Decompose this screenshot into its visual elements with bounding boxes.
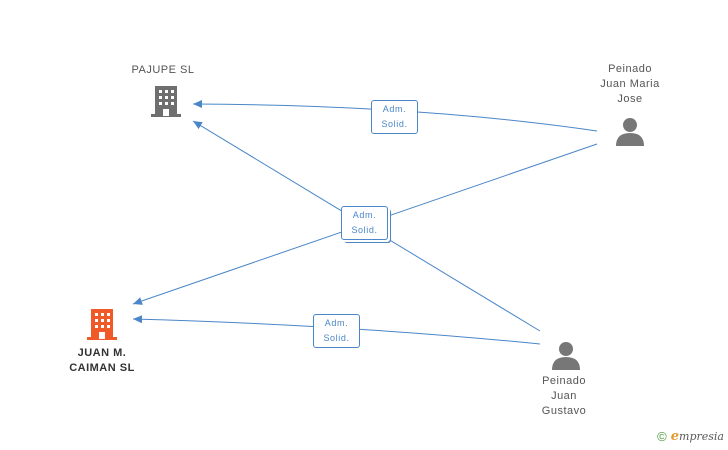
brand-watermark: © empresia — [657, 429, 724, 444]
company-label-juan-m: JUAN M. CAIMAN SL — [52, 346, 152, 376]
person-name-line: Peinado — [608, 63, 652, 75]
person-name-line: Jose — [617, 93, 643, 105]
company-label-pajupe: PAJUPE SL — [118, 63, 208, 78]
relation-badge-top[interactable]: Adm. Solid. — [371, 100, 418, 134]
brand-initial: e — [670, 429, 680, 444]
company-name-line: JUAN M. — [77, 347, 127, 359]
relation-badge-bottom[interactable]: Adm. Solid. — [313, 314, 360, 348]
relation-type: Solid. — [351, 225, 378, 235]
relation-type: Solid. — [381, 119, 408, 129]
building-icon[interactable] — [86, 307, 118, 341]
relation-role: Adm. — [324, 318, 349, 328]
person-icon[interactable] — [614, 116, 646, 146]
company-name-line: CAIMAN SL — [69, 362, 135, 374]
person-name-line: Peinado — [542, 375, 586, 387]
building-icon[interactable] — [150, 84, 182, 118]
person-name-line: Gustavo — [541, 405, 587, 417]
company-name-line: PAJUPE SL — [131, 64, 195, 76]
brand-name-rest: mpresia — [679, 430, 724, 443]
copyright-icon: © — [657, 429, 667, 444]
relation-role: Adm. — [382, 104, 407, 114]
brand-name: empresia — [671, 429, 724, 444]
relation-role: Adm. — [352, 210, 377, 220]
relation-badge-center[interactable]: Adm. Solid. — [341, 206, 388, 240]
person-name-line: Juan — [551, 390, 577, 402]
relation-type: Solid. — [323, 333, 350, 343]
person-label-peinado-jm: Peinado Juan Maria Jose — [584, 62, 676, 107]
person-name-line: Juan Maria — [600, 78, 660, 90]
person-icon[interactable] — [550, 340, 582, 370]
person-label-peinado-jg: Peinado Juan Gustavo — [520, 374, 608, 419]
